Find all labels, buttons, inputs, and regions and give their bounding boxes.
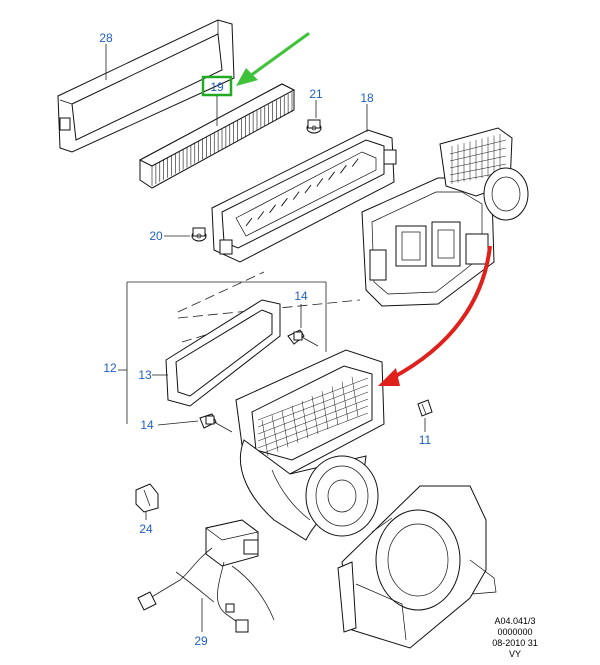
reference-block: A04.041/3 0000000 08-2010 31 VY (492, 616, 538, 659)
hatch-line (311, 395, 319, 435)
hatch-line (292, 191, 300, 200)
blower-housing (235, 349, 385, 541)
hatch-line (449, 139, 507, 155)
hatch-line (351, 158, 359, 167)
callout-14-lower: 14 (140, 418, 154, 432)
hatch-line (340, 164, 347, 174)
green-indicator-arrow (236, 32, 310, 86)
hatch-line (257, 377, 369, 421)
part-13-seal-gasket (165, 299, 281, 407)
callout-11: 11 (419, 433, 432, 447)
blower-grille (257, 376, 369, 457)
hatch-line (257, 398, 369, 442)
hvac-assembly (361, 127, 529, 307)
part-21-grommet (306, 119, 322, 134)
hatch-line (331, 386, 339, 426)
explode-line-upper (177, 271, 265, 313)
part-18-filter-housing (211, 129, 397, 263)
hatch-line (321, 391, 329, 430)
callout-20: 20 (149, 229, 163, 243)
housing-slots (245, 158, 359, 227)
callout-24: 24 (139, 522, 153, 536)
red-direction-arrow (378, 245, 492, 386)
part-29-resistor-harness (137, 519, 275, 633)
part-24-connector (135, 483, 159, 513)
hatch-line (351, 376, 359, 417)
hatch-line (449, 147, 507, 162)
reference-line-3: 08-2010 31 (492, 638, 538, 648)
part-14-screw-upper (287, 329, 319, 347)
hatch-line (301, 400, 309, 439)
hatch-line (291, 405, 299, 443)
hatch-line (281, 197, 288, 207)
hvac-grille (449, 134, 507, 184)
hatch-line (245, 217, 253, 227)
callout-13: 13 (138, 368, 152, 382)
callout-18: 18 (360, 91, 374, 105)
leader-lines (105, 44, 426, 632)
filter-pleats (151, 92, 293, 186)
blower-lower-cover (337, 485, 497, 649)
hatch-line (316, 178, 324, 187)
callout-19: 19 (210, 80, 224, 94)
part-20-grommet (191, 227, 207, 242)
callout-21: 21 (309, 87, 323, 101)
hatch-line (328, 171, 335, 181)
callout-labels: 28 19 21 18 20 14 12 13 14 11 24 29 (99, 31, 431, 648)
reference-line-2: 0000000 (497, 627, 532, 637)
part-11-clip (417, 399, 433, 417)
callout-28: 28 (99, 31, 113, 45)
hatch-line (281, 410, 289, 448)
callout-29: 29 (194, 634, 208, 648)
hatch-line (257, 211, 265, 220)
part-28-filter-frame (57, 19, 235, 153)
reference-line-4: VY (509, 649, 521, 659)
hatch-line (261, 419, 269, 457)
hatch-line (269, 204, 276, 214)
hatch-line (257, 384, 369, 428)
bracket-part-12 (118, 281, 327, 424)
hatch-line (257, 412, 369, 456)
hatch-line (257, 391, 369, 435)
hatch-line (449, 163, 507, 176)
callout-19-highlight-box (201, 75, 233, 97)
callout-14-upper: 14 (294, 289, 308, 303)
hatch-line (304, 184, 312, 194)
reference-line-1: A04.041/3 (494, 616, 535, 626)
hatch-line (257, 405, 369, 449)
hatch-line (449, 155, 507, 169)
callout-12: 12 (103, 361, 117, 375)
part-14-screw-lower (199, 413, 233, 433)
